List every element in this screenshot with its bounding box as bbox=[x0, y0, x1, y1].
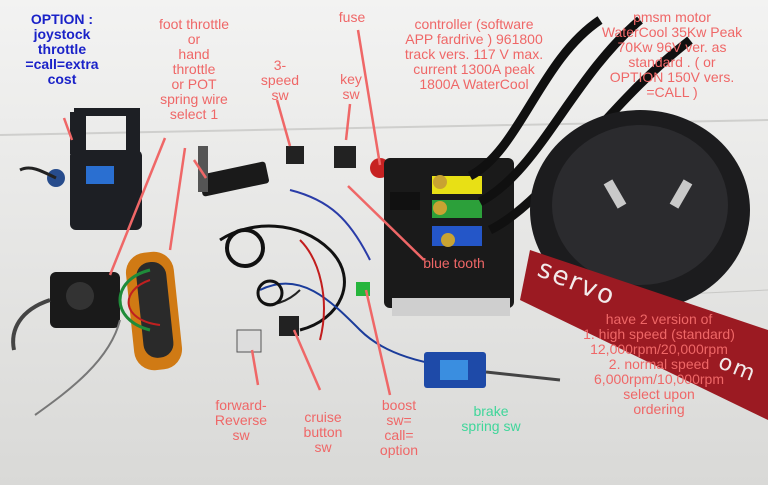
pmsm-motor bbox=[530, 110, 750, 310]
forward-reverse-switch bbox=[236, 329, 262, 353]
brake-label: brake spring sw bbox=[461, 403, 521, 434]
key-switch bbox=[334, 146, 356, 168]
cruise-label: cruise button sw bbox=[303, 409, 343, 455]
three-speed-label: 3- speed sw bbox=[260, 57, 300, 103]
hand-throttle bbox=[118, 251, 183, 371]
boost-label: boost sw= call= option bbox=[379, 397, 419, 458]
motor-label: pmsm motor WaterCool 35Kw Peak 70Kw 96V … bbox=[601, 9, 743, 100]
bluetooth-label: blue tooth bbox=[423, 255, 485, 271]
controller-unit bbox=[384, 158, 514, 316]
brake-switch bbox=[424, 352, 561, 388]
fuse-label: fuse bbox=[338, 9, 366, 25]
pot-spring-wire bbox=[198, 146, 269, 197]
forward-reverse-label: forward- Reverse sw bbox=[214, 397, 268, 443]
three-speed-switch bbox=[286, 146, 304, 164]
foot-throttle-label: foot throttle or hand throttle or POT sp… bbox=[158, 16, 230, 122]
foot-throttle bbox=[11, 272, 121, 416]
wire-harness bbox=[219, 189, 441, 366]
key-switch-label: key sw bbox=[340, 71, 362, 102]
controller-label: controller (software APP fardrive ) 9618… bbox=[404, 16, 544, 92]
joystick-throttle bbox=[19, 108, 142, 230]
versions-label: have 2 version of 1. high speed (standar… bbox=[583, 311, 735, 417]
brand-banner bbox=[520, 250, 768, 420]
annotation-arrows bbox=[62, 29, 425, 396]
option-joystick-label: OPTION : joystock throttle =call=extra c… bbox=[25, 11, 99, 87]
